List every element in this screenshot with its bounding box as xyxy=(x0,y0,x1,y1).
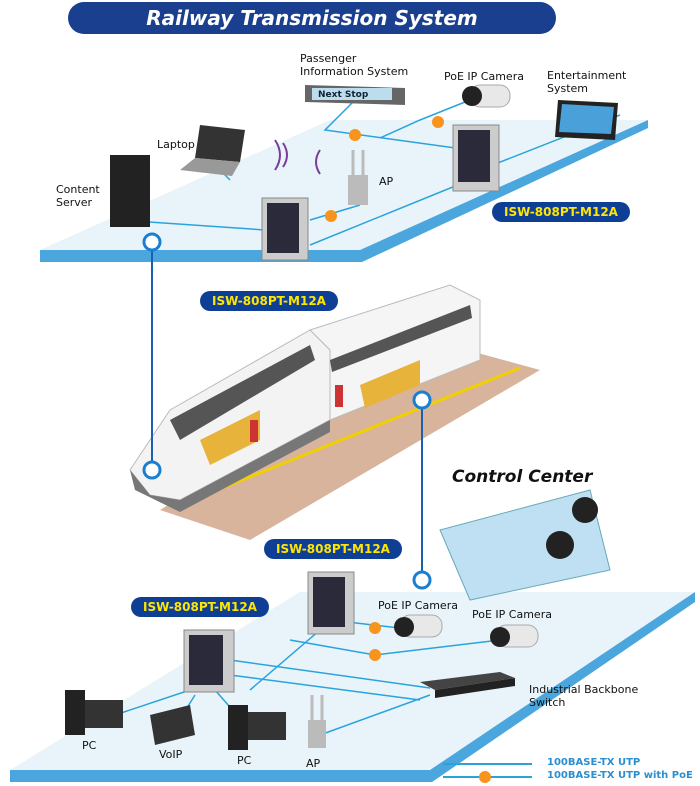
switch-bottom-left xyxy=(183,629,235,693)
page-title: Railway Transmission System xyxy=(68,2,556,34)
passenger-info-sign xyxy=(305,85,405,105)
passenger-info-label: Passenger Information System xyxy=(300,52,409,78)
wireless-signal-icon xyxy=(274,139,321,175)
legend-label-poe: 100BASE-TX UTP with PoE xyxy=(547,770,693,781)
laptop-icon xyxy=(180,125,245,176)
entertainment-label: Entertainment System xyxy=(547,69,627,95)
camera-label-bottom-2: PoE IP Camera xyxy=(472,608,552,621)
ap-icon-bottom xyxy=(308,695,326,748)
control-center-title: Control Center xyxy=(452,467,593,487)
camera-icon-bottom-1 xyxy=(394,614,443,638)
backbone-switch-label: Industrial Backbone Switch xyxy=(529,683,639,709)
camera-icon-bottom-2 xyxy=(490,624,539,648)
content-server-label: Content Server xyxy=(56,183,100,209)
switch-top-right xyxy=(452,124,500,192)
voip-label: VoIP xyxy=(159,748,183,761)
station-platform xyxy=(160,340,540,540)
switch-label-train: ISW-808PT-M12A xyxy=(200,291,338,311)
train xyxy=(129,284,481,512)
legend-poe-icon xyxy=(479,771,491,783)
entertainment-screen xyxy=(555,100,618,140)
poe-badges xyxy=(325,116,444,661)
pc-icon-1 xyxy=(65,690,123,735)
switch-top-left xyxy=(261,197,309,261)
backbone-switch-icon xyxy=(420,672,515,698)
legend-label-utp: 100BASE-TX UTP xyxy=(547,757,641,768)
laptop-label: Laptop xyxy=(157,138,195,151)
control-center-desks xyxy=(439,489,611,601)
ap-icon xyxy=(348,150,368,205)
camera-label-top: PoE IP Camera xyxy=(444,70,524,83)
ap-label-top: AP xyxy=(379,175,394,188)
pc-label-1: PC xyxy=(82,739,97,752)
pc-label-2: PC xyxy=(237,754,252,767)
link-nodes xyxy=(142,232,432,590)
voip-phone-icon xyxy=(150,705,195,745)
pc-icon-2 xyxy=(228,705,286,750)
switch-label-top: ISW-808PT-M12A xyxy=(492,202,630,222)
switch-label-bottom-right: ISW-808PT-M12A xyxy=(264,539,402,559)
switch-bottom-right xyxy=(307,571,355,635)
switch-label-bottom-left: ISW-808PT-M12A xyxy=(131,597,269,617)
camera-label-bottom-1: PoE IP Camera xyxy=(378,599,458,612)
sign-text: Next Stop xyxy=(318,90,369,100)
ap-label-bottom: AP xyxy=(306,757,321,770)
content-server-icon xyxy=(110,155,150,227)
camera-icon-top xyxy=(462,84,511,108)
